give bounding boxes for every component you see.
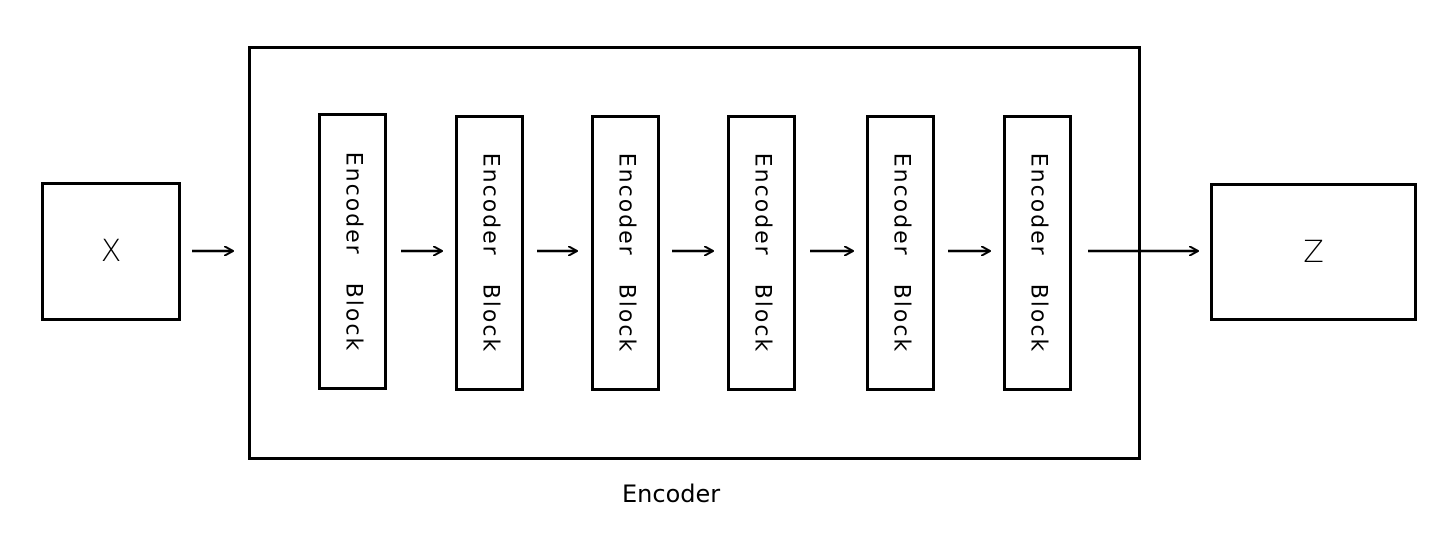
- encoder-block-3: Encoder Block: [591, 115, 660, 391]
- encoder-block-6: Encoder Block: [1003, 115, 1072, 391]
- output-z-label: Z: [1303, 234, 1324, 270]
- encoder-frame: [248, 46, 1141, 460]
- input-x-box: X: [41, 182, 181, 321]
- encoder-block-2: Encoder Block: [455, 115, 524, 391]
- encoder-block-4: Encoder Block: [727, 115, 796, 391]
- encoder-caption: Encoder: [622, 480, 721, 508]
- encoder-block-5: Encoder Block: [866, 115, 935, 391]
- encoder-block-1: Encoder Block: [318, 113, 387, 390]
- input-x-label: X: [100, 234, 122, 269]
- output-z-box: Z: [1210, 183, 1417, 321]
